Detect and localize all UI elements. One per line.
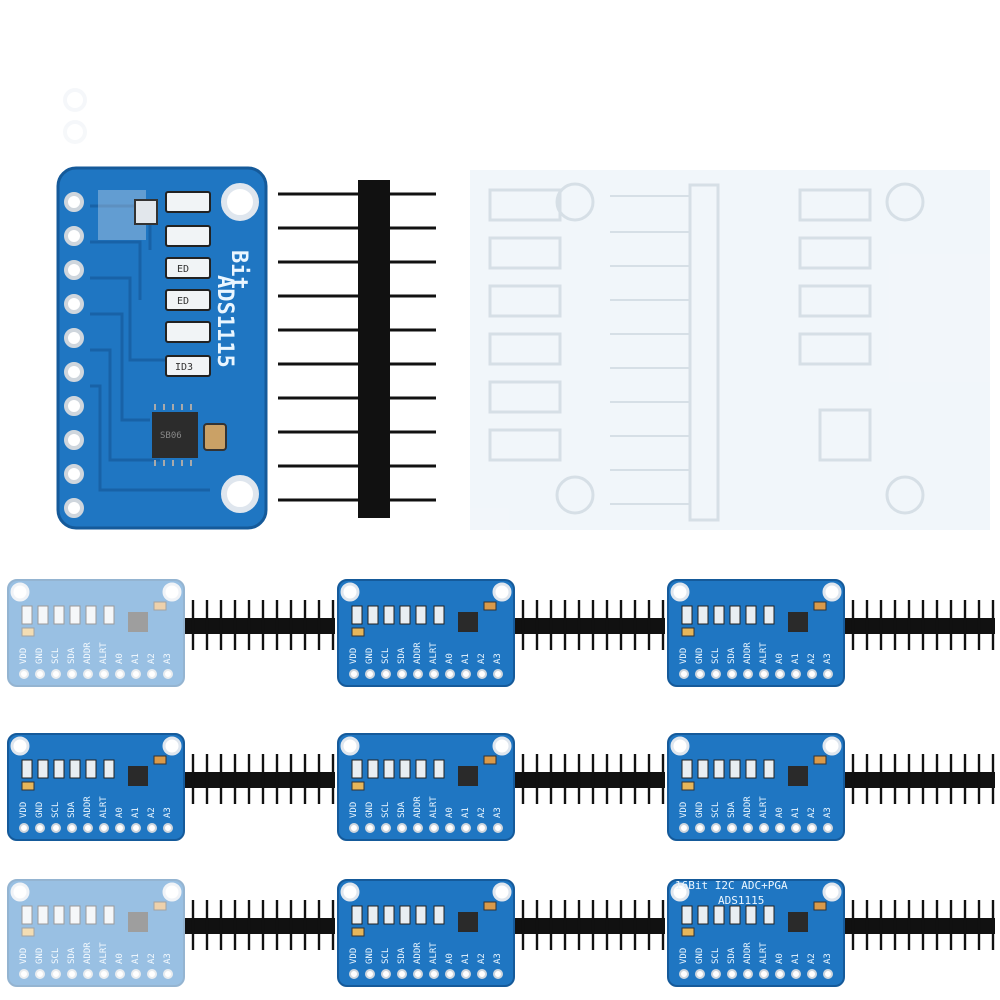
- grid-row-1: [6, 578, 997, 688]
- grid-pin-strip: [843, 598, 997, 652]
- pin-header-vertical: [278, 180, 436, 518]
- grid-row-2: [6, 732, 997, 842]
- part-label: ED: [177, 296, 189, 307]
- grid-pin-strip: [183, 898, 337, 952]
- grid-board: [336, 578, 516, 688]
- grid-board: [666, 578, 846, 688]
- grid-pin-strip: [843, 752, 997, 806]
- chip-name: ADS1115: [212, 275, 237, 368]
- faded-overlay-image: [470, 170, 990, 530]
- grid-board: [336, 732, 516, 842]
- background-artifact: [63, 88, 87, 144]
- main-adc-board: ED ED ID3 Bit ADS1115 SB06: [56, 166, 268, 530]
- grid-board: [336, 878, 516, 988]
- grid-pin-strip: [183, 598, 337, 652]
- grid-pin-strip: [513, 598, 667, 652]
- grid-row-3: [6, 878, 997, 988]
- grid-pin-strip: [183, 752, 337, 806]
- grid-pin-strip: [843, 898, 997, 952]
- board-header-label: 16Bit I2C ADC+PGA: [675, 879, 788, 892]
- grid-board-faded: [6, 878, 186, 988]
- grid-board-faded: [6, 578, 186, 688]
- board-chip-label: ADS1115: [718, 894, 764, 907]
- grid-board: [666, 732, 846, 842]
- part-label: ED: [177, 264, 189, 275]
- chip-mark: SB06: [160, 431, 182, 441]
- grid-pin-strip: [513, 898, 667, 952]
- adc-chip: SB06: [152, 404, 198, 466]
- part-label: ID3: [175, 362, 193, 373]
- grid-pin-strip: [513, 752, 667, 806]
- grid-board: [6, 732, 186, 842]
- bits-label: Bit: [226, 250, 251, 290]
